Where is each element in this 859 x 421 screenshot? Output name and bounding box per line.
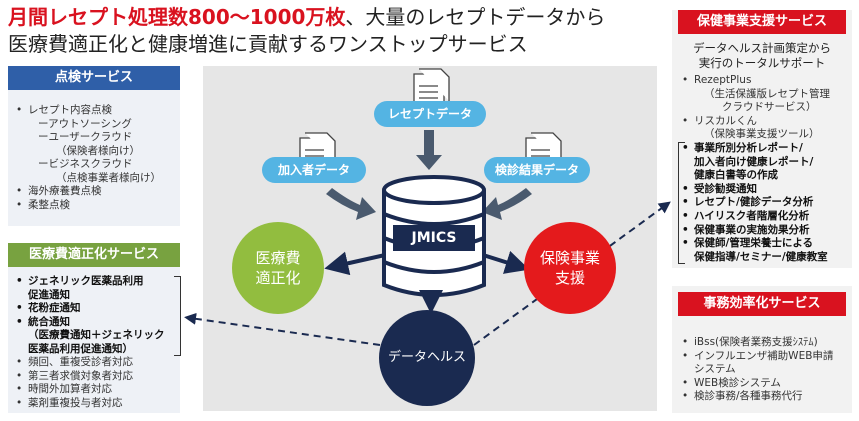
list-item: 受診勧奨通知	[682, 183, 830, 197]
optimization-title: 医療費適正化サービス	[8, 243, 180, 267]
list-item: 柔整点検	[16, 199, 161, 213]
input-arrows	[326, 130, 532, 220]
list-item: 健康白書等の作成	[694, 169, 778, 182]
list-item: 促進通知	[28, 288, 70, 301]
list-item: インフルエンザ補助WEB申請	[682, 350, 833, 364]
checkup-data-pill: 検診結果データ	[484, 157, 590, 183]
health-bracket	[678, 142, 685, 264]
list-item: ービジネスクラウド	[38, 158, 133, 170]
health-title: 保健事業支援サービス	[678, 10, 846, 34]
receipt-data-pill: レセプトデータ	[374, 101, 486, 127]
list-item: 統合通知	[16, 316, 165, 330]
headline-red: 月間レセプト処理数800〜1000万枚	[8, 5, 346, 29]
medical-optimization-circle: 医療費適正化	[232, 222, 324, 314]
list-item: （生活保護版レセプト管理	[704, 87, 830, 100]
list-item: 保健事業の実施効果分析	[682, 224, 830, 238]
inspection-title: 点検サービス	[8, 66, 180, 90]
list-item: iBss(保険者業務支援ｼｽﾃﾑ)	[682, 336, 833, 350]
datahealth-circle: データヘルス	[379, 310, 475, 406]
list-item: 花粉症通知	[16, 302, 165, 316]
health-subtitle-2: 実行のトータルサポート	[698, 56, 826, 70]
jmics-label: JMICS	[393, 225, 475, 251]
list-item: 加入者向け健康レポート/	[694, 155, 814, 168]
inspection-panel: 点検サービス レセプト内容点検ーアウトソーシングーユーザークラウド（保険者様向け…	[8, 66, 180, 226]
headline: 月間レセプト処理数800〜1000万枚、大量のレセプトデータから 医療費適正化と…	[8, 4, 668, 58]
list-item: リスカルくん	[682, 115, 830, 129]
list-item: 医薬品利用促進通知）	[28, 342, 133, 355]
health-list: RezeptPlus（生活保護版レセプト管理クラウドサービス）リスカルくん（保険…	[682, 74, 830, 264]
list-item: 薬剤重複投与者対応	[16, 397, 165, 411]
list-item: ジェネリック医薬品利用	[16, 275, 165, 289]
health-subtitle-1: データヘルス計画策定から	[693, 41, 831, 55]
datahealth-label: データヘルス	[387, 350, 466, 365]
headline-line2: 医療費適正化と健康増進に貢献するワンストップサービス	[8, 32, 528, 56]
iryo-line-1: 医療費	[255, 249, 301, 267]
list-item: 保健師/管理栄養士による	[682, 237, 830, 251]
efficiency-panel: 事務効率化サービス iBss(保険者業務支援ｼｽﾃﾑ)インフルエンザ補助WEB申…	[672, 286, 852, 413]
list-item: （点検事業者様向け）	[56, 171, 161, 184]
hoken-line-2: 支援	[554, 269, 585, 287]
hoken-line-1: 保険事業	[539, 249, 600, 267]
list-item: ーアウトソーシング	[38, 117, 132, 130]
optimization-bracket	[174, 276, 181, 356]
list-item: レセプト内容点検	[16, 104, 161, 118]
list-item: レセプト/健診データ分析	[682, 196, 830, 210]
list-item: 頻回、重複受診者対応	[16, 356, 165, 370]
list-item: 時間外加算者対応	[16, 383, 165, 397]
list-item: クラウドサービス）	[722, 101, 817, 114]
member-data-pill: 加入者データ	[262, 157, 366, 183]
list-item: システム	[694, 363, 736, 375]
efficiency-title: 事務効率化サービス	[678, 292, 846, 316]
list-item: WEB検診システム	[682, 377, 833, 391]
health-support-circle: 保険事業支援	[524, 222, 616, 314]
list-item: 海外療養費点検	[16, 185, 161, 199]
iryo-line-2: 適正化	[255, 269, 301, 287]
list-item: ーユーザークラウド	[38, 131, 133, 143]
dashed-connectors	[184, 201, 671, 346]
optimization-list: ジェネリック医薬品利用促進通知花粉症通知統合通知（医療費通知＋ジェネリック医薬品…	[16, 275, 165, 410]
output-arrows	[324, 250, 530, 314]
list-item: RezeptPlus	[682, 74, 830, 88]
headline-dark: 、大量のレセプトデータから	[345, 5, 606, 29]
list-item: 保健指導/セミナー/健康教室	[694, 250, 828, 263]
inspection-list: レセプト内容点検ーアウトソーシングーユーザークラウド（保険者様向け）ービジネスク…	[16, 104, 161, 212]
list-item: （医療費通知＋ジェネリック	[28, 329, 165, 341]
document-icon-receipt	[413, 68, 450, 107]
list-item: 第三者求償対象者対応	[16, 370, 165, 384]
list-item: ハイリスク者階層化分析	[682, 210, 830, 224]
optimization-panel: 医療費適正化サービス ジェネリック医薬品利用促進通知花粉症通知統合通知（医療費通…	[8, 243, 180, 413]
list-item: 検診事務/各種事務代行	[682, 390, 833, 404]
list-item: （保険事業支援ツール）	[704, 128, 820, 141]
list-item: （保険者様向け）	[56, 144, 140, 157]
list-item: 事業所別分析レポート/	[682, 142, 830, 156]
health-panel: 保健事業支援サービス データヘルス計画策定から 実行のトータルサポート Reze…	[672, 10, 852, 268]
